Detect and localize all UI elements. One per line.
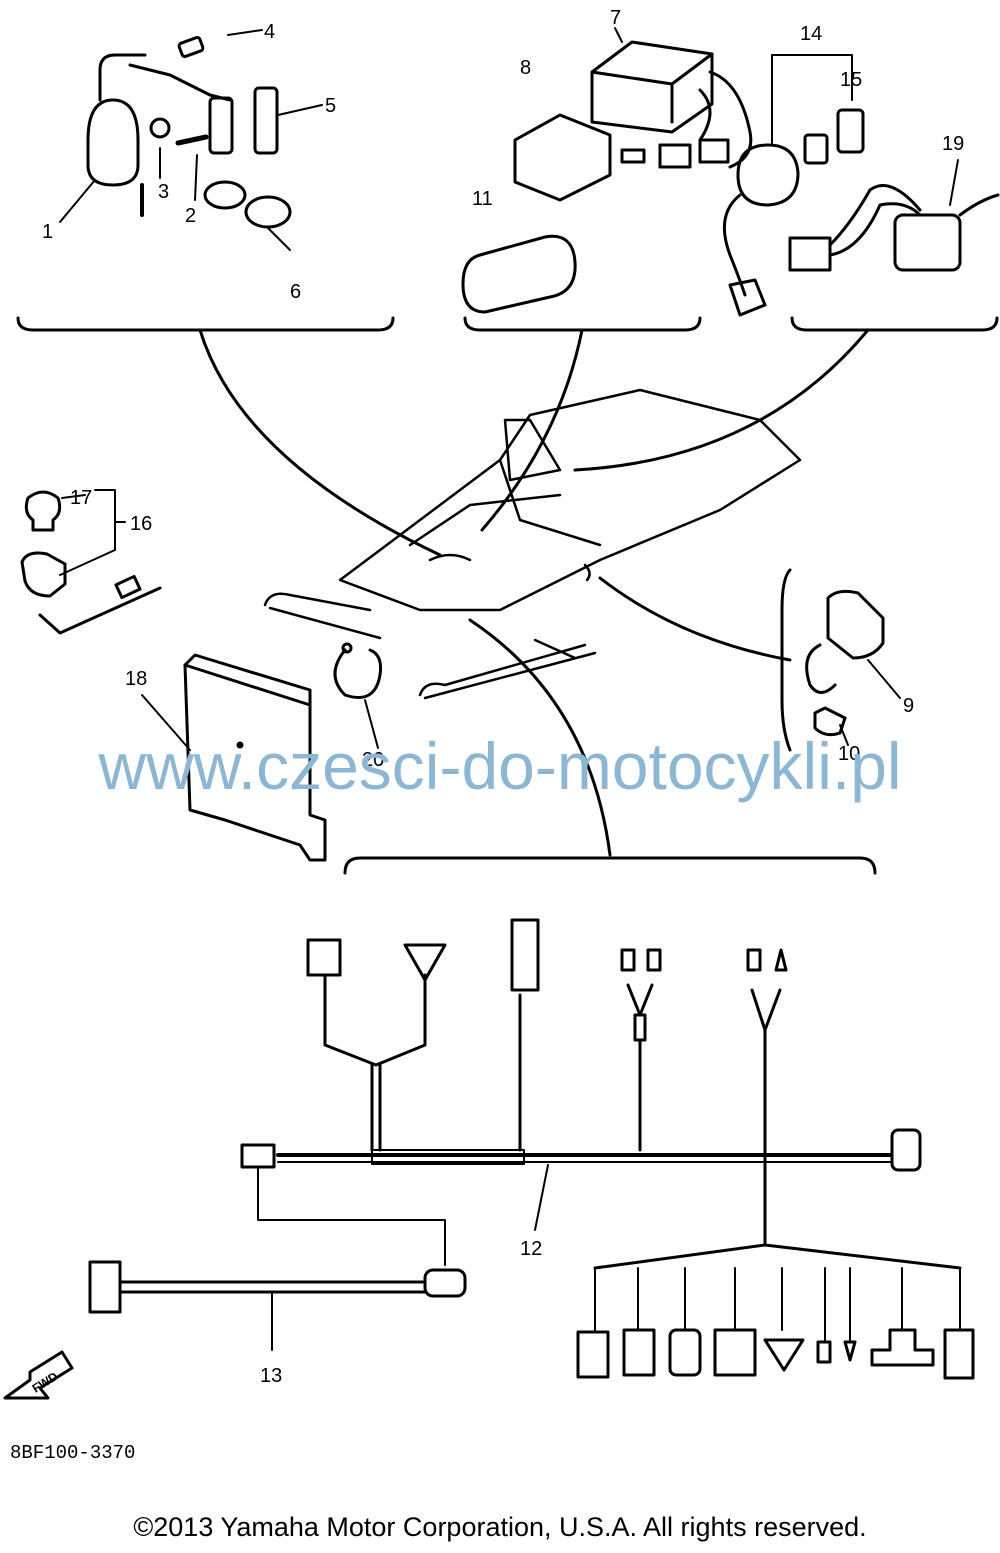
leader-line [598, 576, 792, 662]
harness-connector [763, 1338, 805, 1372]
cdi-group [461, 27, 753, 314]
callout-9: 9 [903, 695, 914, 717]
harness-connector [668, 1328, 702, 1377]
callout-19: 19 [942, 133, 964, 155]
copyright: ©2013 Yamaha Motor Corporation, U.S.A. A… [133, 1512, 867, 1542]
switch-connector [728, 278, 767, 317]
leader-line [468, 618, 612, 857]
socket-connector [114, 574, 142, 600]
harness-connector [403, 943, 447, 982]
leader-line [198, 328, 442, 557]
switch-cover [836, 108, 865, 154]
callout-12: 12 [520, 1238, 542, 1260]
connector [698, 138, 730, 164]
main-switch [736, 143, 800, 207]
harness-connector [510, 918, 540, 992]
callout-17: 17 [70, 487, 92, 509]
grommet [203, 180, 247, 210]
harness-connector [622, 1328, 656, 1377]
callout-20: 20 [362, 749, 384, 771]
callout-6: 6 [290, 281, 301, 303]
ignition-coil [86, 98, 140, 187]
switch-group-right [780, 568, 901, 752]
callout-4: 4 [264, 21, 275, 43]
callout-8: 8 [520, 57, 531, 79]
wire-clamp [333, 642, 382, 749]
harness-connector [240, 1143, 276, 1169]
leader-line [573, 328, 870, 472]
plug-cap-clip [177, 36, 205, 58]
grommet [244, 195, 292, 229]
main-switch-group [722, 54, 1000, 317]
callout-10: 10 [838, 743, 860, 765]
connector-block [788, 236, 832, 272]
plate [141, 653, 327, 862]
spark-plug-cap [253, 86, 279, 155]
callout-7: 7 [610, 7, 621, 29]
harness-connector [576, 1330, 610, 1379]
group-bracket [16, 316, 395, 332]
stop-switch [893, 213, 962, 272]
wire-harness [240, 918, 975, 1380]
harness-connector [870, 1328, 935, 1367]
fwd-arrow-icon [3, 1350, 74, 1400]
harness-connector [890, 1128, 922, 1172]
callout-16: 16 [130, 513, 152, 535]
harness-connector [943, 1328, 975, 1380]
callout-14: 14 [800, 23, 822, 45]
connector [658, 143, 692, 169]
lead-connector [88, 1260, 122, 1314]
ignition-coil-group [59, 29, 323, 251]
harness-connector [306, 938, 342, 977]
cdi-bracket [513, 113, 612, 202]
callout-5: 5 [325, 95, 336, 117]
switch-box [826, 589, 885, 660]
leader-line [480, 328, 584, 532]
screw [813, 706, 847, 737]
fwd-label: FWD [30, 1369, 61, 1396]
cdi-unit [590, 40, 714, 134]
bulb-socket [20, 551, 67, 598]
bolt [175, 134, 209, 146]
callout-2: 2 [185, 205, 196, 227]
callout-18: 18 [125, 668, 147, 690]
drawing-code: 8BF100-3370 [10, 1442, 136, 1464]
group-bracket [463, 316, 702, 332]
callout-13: 13 [260, 1365, 282, 1387]
callout-1: 1 [42, 221, 53, 243]
lead-wire [88, 1166, 467, 1351]
group-bracket [343, 856, 877, 875]
spark-plug-cap [208, 96, 234, 155]
callout-11: 11 [472, 188, 493, 210]
plate-body [183, 663, 327, 862]
lead-connector [423, 1268, 467, 1298]
callout-15: 15 [840, 69, 862, 91]
resistor [461, 234, 577, 314]
group-bracket [790, 316, 999, 332]
bulb-socket-group [20, 489, 162, 635]
snowmobile-outline [263, 388, 802, 700]
harness-connector [713, 1328, 757, 1377]
bulb [24, 490, 62, 532]
callout-3: 3 [158, 181, 169, 203]
washer [149, 117, 171, 139]
switch-key [803, 133, 829, 165]
connector [620, 148, 646, 164]
coil-lead [98, 53, 147, 102]
